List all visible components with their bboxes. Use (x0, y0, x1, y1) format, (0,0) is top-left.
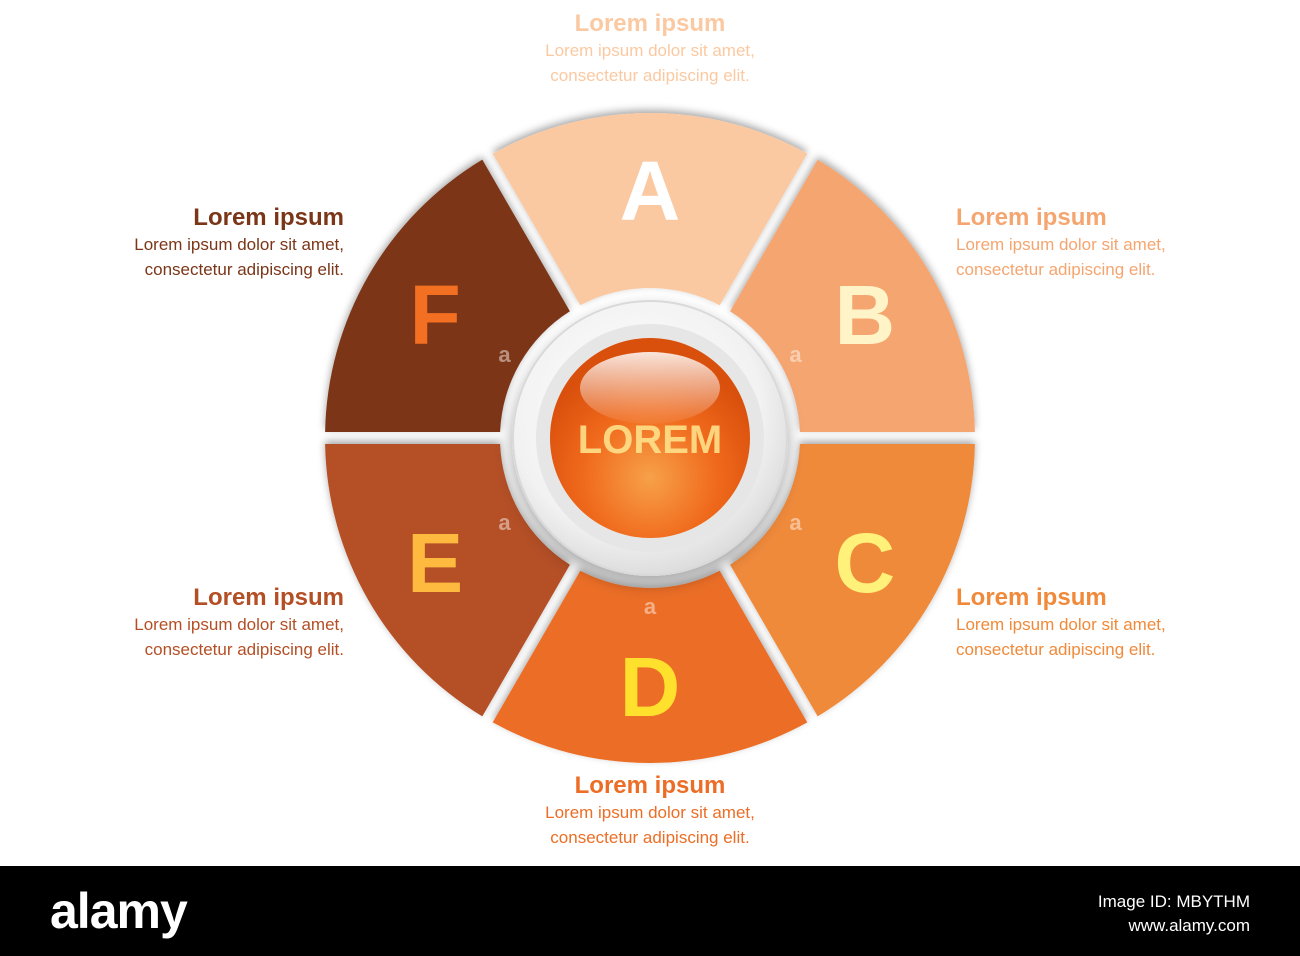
label-d: Lorem ipsum Lorem ipsum dolor sit amet, … (470, 772, 830, 850)
segment-d (492, 570, 808, 764)
label-a-line1: Lorem ipsum dolor sit amet, (545, 41, 755, 60)
segment-b (730, 159, 975, 432)
segment-d-small-mark: a (644, 594, 657, 619)
label-e-line1: Lorem ipsum dolor sit amet, (134, 615, 344, 634)
center-hub: LOREM (512, 300, 788, 576)
label-e-line2: consectetur adipiscing elit. (144, 640, 344, 659)
image-id-text: Image ID: MBYTHM (1097, 892, 1250, 911)
segment-c (730, 444, 975, 717)
label-f: Lorem ipsum Lorem ipsum dolor sit amet, … (0, 204, 344, 282)
label-a-title: Lorem ipsum (574, 10, 726, 37)
segment-b-small-mark: a (789, 342, 802, 367)
label-d-title: Lorem ipsum (574, 772, 726, 799)
segment-f-letter: F (410, 268, 461, 362)
segment-f-small-mark: a (498, 342, 511, 367)
segment-c-small-mark: a (789, 510, 802, 535)
site-url-text: www.alamy.com (1128, 916, 1250, 935)
label-a-line2: consectetur adipiscing elit. (550, 66, 750, 85)
segment-a (492, 112, 808, 306)
label-b: Lorem ipsum Lorem ipsum dolor sit amet, … (956, 204, 1300, 282)
segment-b-letter: B (834, 268, 895, 362)
label-c-line2: consectetur adipiscing elit. (956, 640, 1156, 659)
label-d-line2: consectetur adipiscing elit. (550, 828, 750, 847)
label-b-line2: consectetur adipiscing elit. (956, 260, 1156, 279)
label-c-line1: Lorem ipsum dolor sit amet, (956, 615, 1166, 634)
label-f-title: Lorem ipsum (193, 204, 344, 231)
segment-e-small-mark: a (498, 510, 511, 535)
watermark-footer: alamy Image ID: MBYTHM www.alamy.com (0, 866, 1300, 956)
segment-e-letter: E (407, 516, 463, 610)
label-c: Lorem ipsum Lorem ipsum dolor sit amet, … (956, 584, 1300, 662)
label-e: Lorem ipsum Lorem ipsum dolor sit amet, … (0, 584, 344, 662)
segment-e (325, 444, 570, 717)
segment-d-letter: D (620, 640, 681, 734)
segment-a-letter: A (620, 144, 681, 238)
alamy-logo: alamy (50, 883, 188, 939)
label-e-title: Lorem ipsum (193, 584, 344, 611)
label-d-line1: Lorem ipsum dolor sit amet, (545, 803, 755, 822)
label-c-title: Lorem ipsum (956, 584, 1107, 611)
segment-c-letter: C (834, 516, 895, 610)
label-f-line2: consectetur adipiscing elit. (144, 260, 344, 279)
label-b-title: Lorem ipsum (956, 204, 1107, 231)
label-b-line1: Lorem ipsum dolor sit amet, (956, 235, 1166, 254)
segment-f (325, 159, 570, 432)
label-a: Lorem ipsum Lorem ipsum dolor sit amet, … (470, 10, 830, 88)
label-f-line1: Lorem ipsum dolor sit amet, (134, 235, 344, 254)
hub-gloss-highlight (580, 352, 720, 424)
hub-center-label: LOREM (578, 418, 722, 462)
